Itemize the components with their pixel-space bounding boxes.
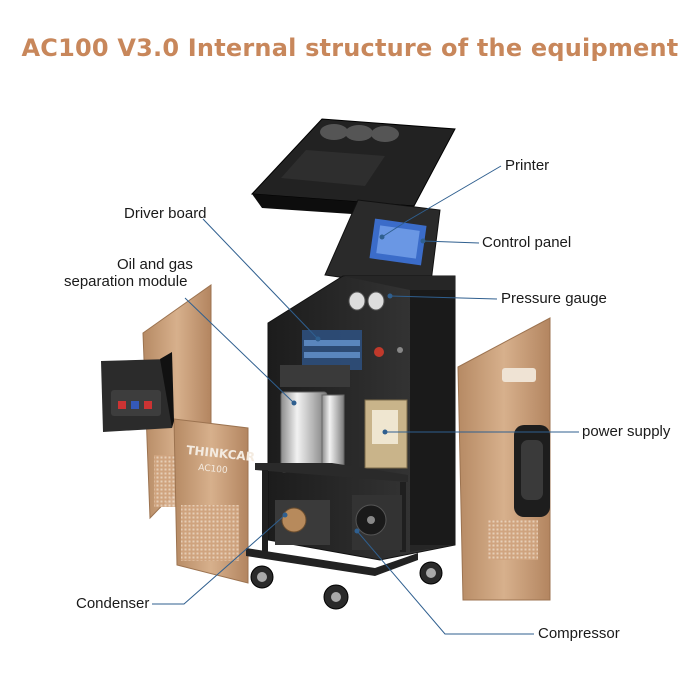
compressor-callout xyxy=(356,530,534,635)
printer-callout xyxy=(381,165,502,238)
printer-label: Printer xyxy=(505,157,550,174)
condenser-compressor xyxy=(275,495,402,550)
callout-lines xyxy=(152,165,579,635)
brand-model: AC100 xyxy=(198,463,229,476)
right-side-panel xyxy=(457,317,551,601)
driver-board xyxy=(280,330,362,387)
compressor-label: Compressor xyxy=(538,625,620,642)
power-supply-label: power supply xyxy=(582,423,671,440)
top-cover xyxy=(250,118,456,218)
control-panel-label: Control panel xyxy=(482,234,572,251)
pressure-gauge-callout xyxy=(389,295,498,300)
page-title: AC100 V3.0 Internal structure of the equ… xyxy=(21,34,679,62)
oil-gas-separator xyxy=(280,391,345,474)
control-panel-housing xyxy=(324,199,441,291)
condenser-callout xyxy=(152,514,286,605)
driver-board-callout xyxy=(202,218,319,340)
oil-gas-label-line2: separation module xyxy=(64,273,188,290)
pressure-gauge-label: Pressure gauge xyxy=(501,290,607,307)
callout-dots xyxy=(282,234,426,534)
hose-connector-box xyxy=(101,352,174,432)
front-door-panel xyxy=(173,418,249,584)
condenser-label: Condenser xyxy=(76,595,150,612)
oil-gas-label-line1: Oil and gas xyxy=(117,256,193,273)
wheels xyxy=(250,561,443,610)
oil-gas-callout xyxy=(184,297,295,404)
control-panel-callout xyxy=(422,240,480,244)
lower-frame xyxy=(246,463,418,576)
driver-board-label: Driver board xyxy=(124,205,207,222)
